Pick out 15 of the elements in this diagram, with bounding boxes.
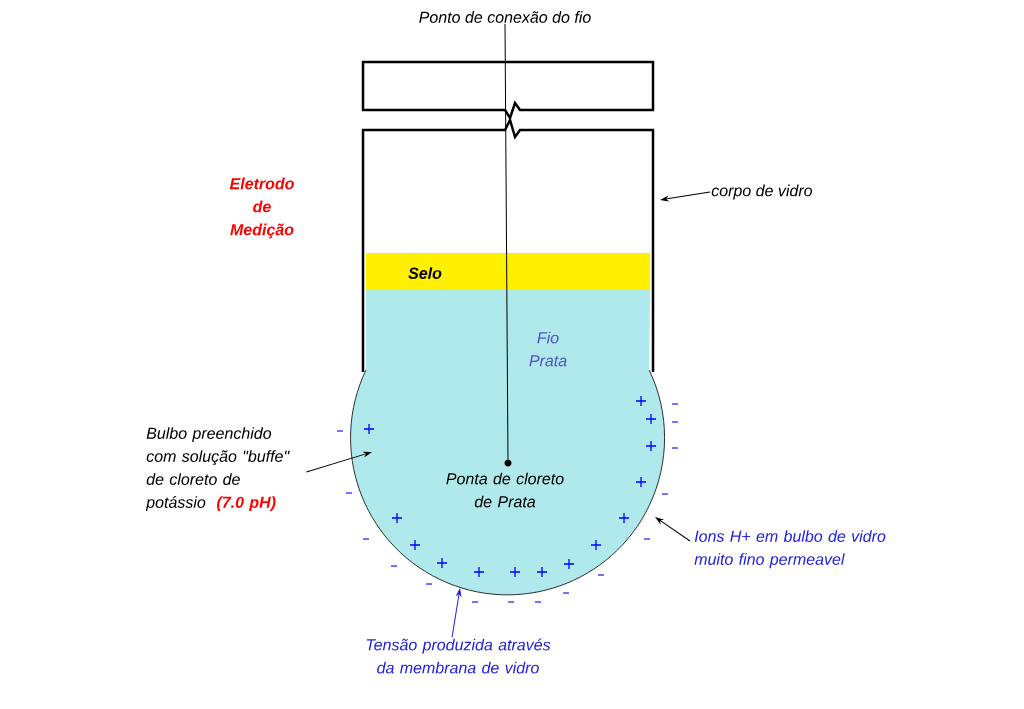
wire-label: Fio Prata	[529, 331, 567, 367]
callout-text: corpo de vidro	[711, 184, 813, 200]
tip-label: Ponta de cloreto de Prata	[446, 472, 564, 508]
electrode-title: Eletrodo de Medição	[229, 177, 294, 239]
arrow	[451, 589, 462, 638]
callout-text: Ponto de conexão do fio	[419, 11, 591, 23]
seal-label: Selo	[408, 267, 442, 279]
arrow	[305, 451, 371, 473]
electrode-drawing	[350, 60, 665, 596]
wire	[504, 23, 509, 460]
arrow	[661, 191, 711, 202]
arrow	[655, 517, 691, 542]
callout-text: Bulbo preenchido com solução "buffe" de cloreto de potássio (7.0 pH)	[145, 427, 290, 512]
callout-text: Tensão produzida através da membrana de vidro	[366, 638, 551, 674]
callout-text: Ions H+ em bulbo de vidro muito fino permeavel	[694, 530, 886, 569]
